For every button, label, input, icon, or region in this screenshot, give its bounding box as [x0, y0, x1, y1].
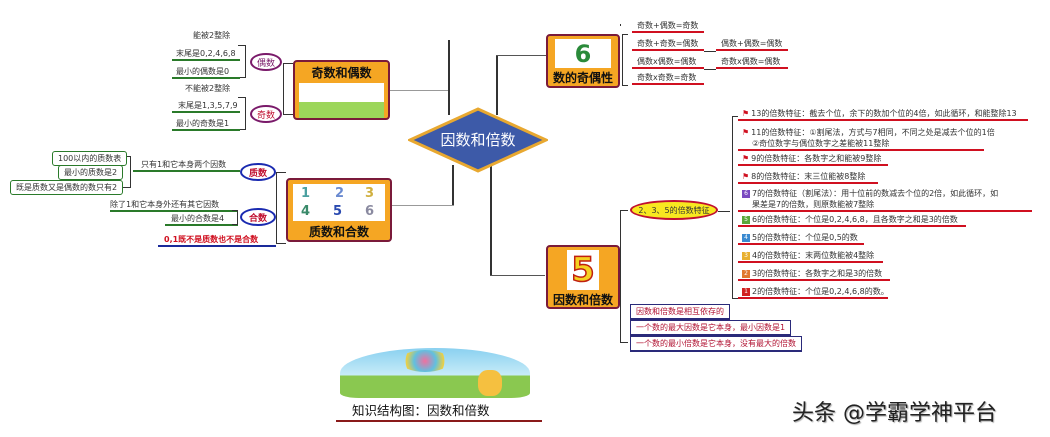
parity-rule-2-connector — [704, 51, 716, 52]
prime-smallest-item: 最小的质数是2 — [58, 165, 124, 180]
composite-smallest: 最小的合数是4 — [165, 213, 238, 226]
feature-11: ⚑11的倍数特征：①割尾法，方式与7相同，不同之处是减去个位的1倍 ②奇位数字与… — [738, 127, 995, 151]
factors-image-glyph: 5 — [570, 249, 595, 291]
odd-even-bracket — [283, 63, 293, 115]
prime-table-item: 100以内的质数表 — [52, 151, 128, 166]
parity-rules-bracket — [622, 34, 628, 86]
letter-g-image: 6 — [555, 39, 611, 68]
odd-item-not-divisible: 不能被2整除 — [185, 84, 231, 93]
features-bracket — [732, 116, 738, 299]
caption-title: 知识结构图：因数和倍数 — [352, 403, 490, 418]
connector-center-down-right — [490, 165, 492, 275]
topic-parity-title: 数的奇偶性 — [552, 71, 613, 85]
flag-icon: ⚑ — [742, 154, 750, 163]
fact-min-multiple: 一个数的最小倍数是它本身，没有最大的倍数 — [630, 336, 802, 352]
topic-odd-even-title: 奇数和偶数 — [311, 66, 372, 80]
priority-4-icon: 4 — [742, 233, 750, 242]
connector-center-down-left — [452, 165, 454, 205]
factors-bracket — [620, 210, 628, 343]
topic-factors-multiples[interactable]: 5 因数和倍数 — [546, 245, 620, 309]
odd-items-bracket — [238, 97, 246, 130]
priority-1-icon: 1 — [742, 287, 750, 296]
odd-item-ending: 末尾是1,3,5,7,9 — [172, 100, 240, 113]
parity-image-glyph: 6 — [574, 39, 592, 68]
central-topic-label: 因数和倍数 — [440, 131, 516, 149]
connector-center-up-right — [496, 55, 498, 115]
fact-interdependent: 因数和倍数是相互依存的 — [630, 304, 730, 320]
even-item-smallest: 最小的偶数是0 — [172, 66, 240, 79]
connector-center-up-left — [448, 40, 450, 115]
features-connector — [718, 211, 730, 212]
priority-5-icon: 5 — [742, 215, 750, 224]
priority-6-icon: 6 — [742, 189, 750, 198]
even-item-ending: 末尾是0,2,4,6,8 — [172, 48, 240, 61]
composite-definition: 除了1和它本身外还有其它因数 — [110, 199, 238, 212]
topic-parity[interactable]: 6 数的奇偶性 — [546, 34, 620, 88]
parity-rule-3: 偶数x偶数=偶数 — [632, 56, 704, 69]
caption-underline — [336, 420, 542, 422]
feature-13: ⚑13的倍数特征：截去个位，余下的数加个位的4倍，如此循环，和能整除13 — [738, 108, 1028, 121]
parity-rule-3-right: 奇数x偶数=偶数 — [716, 56, 788, 69]
diamond-shape — [406, 107, 550, 173]
topic-odd-even[interactable]: 奇数和偶数 — [293, 60, 390, 120]
feature-9: ⚑9的倍数特征：各数字之和能被9整除 — [738, 153, 888, 166]
priority-2-icon: 2 — [742, 269, 750, 278]
features-node[interactable]: 2、3、5的倍数特征 — [630, 200, 718, 220]
priority-3-icon: 3 — [742, 251, 750, 260]
connector-odd-even — [390, 90, 448, 91]
composite-items-bracket — [232, 210, 238, 225]
number-five-image: 5 — [567, 249, 599, 291]
amusement-park-image — [299, 83, 384, 118]
composite-label: 合数 — [248, 213, 267, 224]
parity-rule-2-right: 偶数+偶数=偶数 — [716, 38, 788, 51]
prime-composite-bracket — [276, 172, 286, 244]
central-topic[interactable]: 因数和倍数 — [406, 107, 550, 173]
odd-item-smallest: 最小的奇数是1 — [172, 118, 240, 131]
feature-8: ⚑8的倍数特征：末三位能被8整除 — [738, 171, 878, 184]
balloon-cluster — [400, 350, 450, 372]
parity-bracket-left — [620, 24, 621, 26]
parity-rule-2: 奇数+奇数=偶数 — [632, 38, 704, 51]
connector-dot — [448, 40, 449, 41]
topic-prime-composite-title: 质数和合数 — [308, 225, 369, 239]
parity-rule-4: 奇数x奇数=奇数 — [632, 72, 704, 85]
numbers-image: 1 2 3 4 5 6 — [293, 184, 385, 221]
flag-icon: ⚑ — [742, 128, 750, 137]
parity-rule-1: 奇数+偶数=奇数 — [632, 20, 704, 33]
odd-label: 奇数 — [256, 110, 275, 121]
prime-node[interactable]: 质数 — [240, 163, 276, 181]
prime-even-item: 既是质数又是偶数的数只有2 — [10, 180, 124, 195]
even-item-divisible: 能被2整除 — [193, 31, 231, 40]
connector-factors — [490, 275, 545, 276]
even-node[interactable]: 偶数 — [250, 53, 282, 71]
flag-icon: ⚑ — [742, 109, 750, 118]
parity-rule-3-connector — [704, 69, 716, 70]
fact-max-factor: 一个数的最大因数是它本身，最小因数是1 — [630, 320, 792, 336]
watermark: 头条 @学霸学神平台 — [792, 401, 997, 426]
connector-parity — [496, 55, 546, 56]
bear-figure — [478, 370, 502, 396]
prime-label: 质数 — [248, 168, 267, 179]
connector-prime — [392, 205, 454, 206]
features-label: 2、3、5的倍数特征 — [638, 205, 710, 215]
topic-prime-composite[interactable]: 1 2 3 4 5 6 质数和合数 — [286, 178, 392, 242]
flag-icon: ⚑ — [742, 172, 750, 181]
composite-node[interactable]: 合数 — [240, 208, 276, 226]
even-items-bracket — [238, 45, 246, 78]
topic-factors-multiples-title: 因数和倍数 — [552, 293, 613, 307]
prime-definition: 只有1和它本身两个因数 — [133, 159, 240, 172]
prime-composite-note: 0,1既不是质数也不是合数 — [158, 234, 276, 247]
odd-node[interactable]: 奇数 — [250, 105, 282, 123]
even-label: 偶数 — [256, 58, 275, 69]
